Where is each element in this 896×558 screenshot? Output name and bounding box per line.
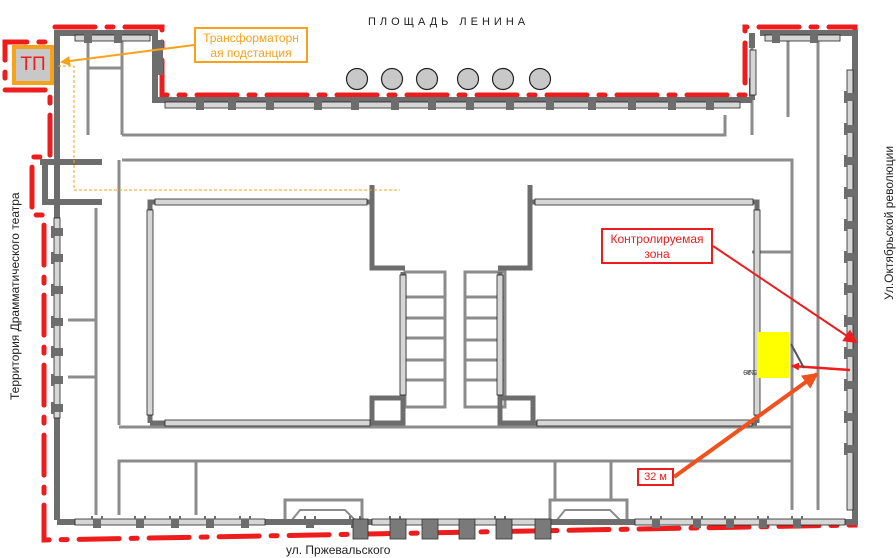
pilaster [650,516,662,528]
pilaster [757,516,769,528]
door-swing [790,343,805,369]
front-column [528,67,552,91]
pilaster [844,283,856,295]
substation-callout: Трансформаторн ая подстанция [194,27,308,63]
pilaster [844,315,856,327]
street-label-right: Ул.Октябрьской революции [882,145,896,300]
street-label-bottom: ул. Пржевальского [286,543,391,557]
front-column [415,67,439,91]
pilaster [312,98,324,110]
pilaster [51,346,63,358]
pilaster [226,98,238,110]
pilaster [844,379,856,391]
street-label-top: ПЛОЩАДЬ ЛЕНИНА [368,16,530,28]
pilaster [844,443,856,455]
entrance-piers [352,518,552,540]
window-strips [53,34,854,526]
pilaster [464,98,476,110]
pilaster [844,155,856,167]
pilaster [51,402,63,414]
pilaster [134,516,146,528]
pilaster [844,91,856,103]
front-column [456,67,480,91]
front-column [345,67,369,91]
pilaster [51,226,63,238]
substation-callout-line2: ая подстанция [210,46,292,60]
pilaster [844,251,856,263]
transformer-substation: ТП [12,45,54,85]
inner-courtyard-walls [147,185,760,426]
highlighted-room: № 5.29 [743,332,789,378]
pilaster [704,98,716,110]
pilaster [586,98,598,110]
pilaster [724,516,736,528]
pilaster [691,516,703,528]
pilaster [51,252,63,264]
pilaster [666,98,678,110]
controlled-zone-leader [712,245,858,344]
pilaster [304,516,316,528]
controlled-zone-callout-line1: Контролируемая [610,232,704,246]
controlled-zone-callout: Контролируемая зона [601,228,713,264]
pilaster [504,98,516,110]
pilaster [169,516,181,528]
distance-leader [672,372,819,479]
pilaster [426,98,438,110]
stair-steps-left [405,295,445,382]
pilaster [389,98,401,110]
street-label-left: Территория Драмматического театра [8,192,22,400]
pilaster [844,411,856,423]
pilaster [264,98,276,110]
pilaster [51,374,63,386]
pilaster [770,31,782,43]
substation-cable [58,65,400,191]
pilaster [51,284,63,296]
pilaster [239,516,251,528]
front-column [380,67,404,91]
pilaster [112,31,124,43]
pilaster [844,347,856,359]
pilaster [349,98,361,110]
substation-label: ТП [20,54,46,75]
distance-measure-line [791,362,851,372]
room-number: 5.29 [743,368,757,375]
substation-leader [60,44,195,66]
pilaster [791,516,803,528]
front-column [491,67,515,91]
pilaster [194,98,206,110]
pilaster [626,98,638,110]
pilaster [844,219,856,231]
controlled-zone-callout-line2: зона [644,247,670,261]
pilaster [51,316,63,328]
pilaster [82,31,94,43]
pilaster [844,123,856,135]
pilaster [808,31,820,43]
distance-callout: 32 м [637,468,674,486]
pilaster [91,516,103,528]
front-columns [345,67,552,91]
controlled-zone-boundary [2,24,858,543]
pilaster [844,187,856,199]
pilaster [204,516,216,528]
substation-callout-line1: Трансформаторн [203,31,299,45]
pilaster [544,98,556,110]
